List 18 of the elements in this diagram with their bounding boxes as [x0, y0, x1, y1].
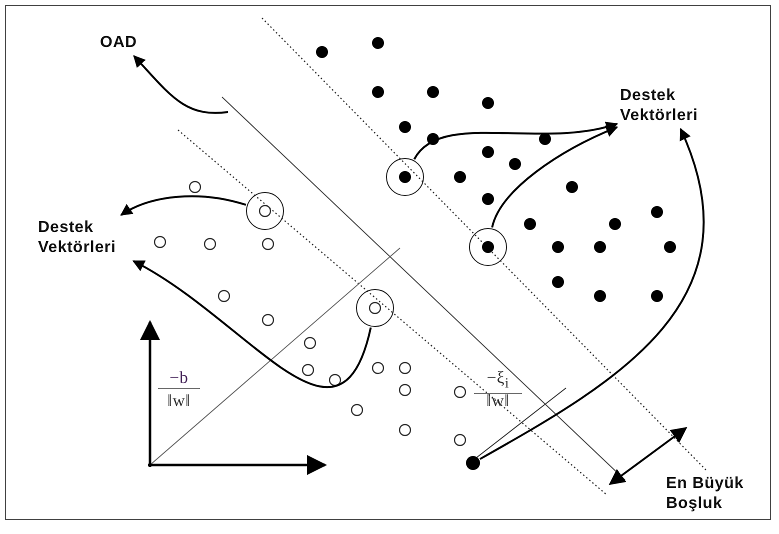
formula-text: −ξ$_{i}$ — [474, 368, 522, 394]
support-vector-ring — [386, 158, 424, 196]
curved-arrow — [120, 195, 246, 216]
callout-label: En Büyük Boşluk — [666, 474, 745, 514]
support-vector-ring — [356, 289, 394, 327]
curved-arrow — [132, 260, 372, 388]
callout-label: OAD — [100, 33, 144, 53]
callout-label: Destek Vektörleri — [620, 86, 720, 126]
support-vector-ring — [469, 228, 507, 266]
formula-text: ‖w‖ — [166, 391, 192, 411]
curved-arrow — [133, 55, 228, 114]
formula-text: −b — [158, 368, 200, 389]
curved-arrow — [413, 120, 618, 160]
data-point — [466, 456, 480, 470]
support-vector-ring — [246, 192, 284, 230]
curved-arrow — [491, 126, 618, 228]
callout-label: Destek Vektörleri — [38, 218, 138, 258]
curved-arrow — [479, 128, 704, 460]
